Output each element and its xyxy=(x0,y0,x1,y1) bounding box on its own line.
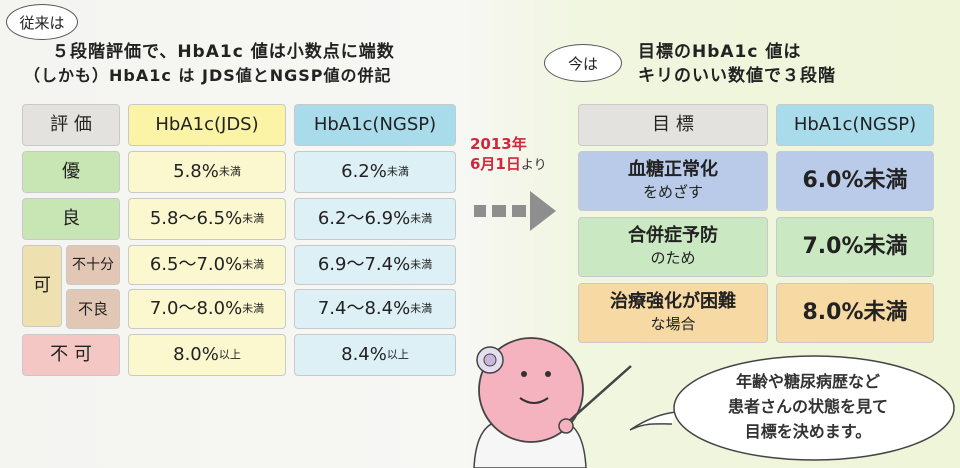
target-prevention-value: 7.0%未満 xyxy=(776,217,934,277)
right-headline-2: キリのいい数値で３段階 xyxy=(638,66,836,86)
target-difficult: 治療強化が困難な場合 xyxy=(578,283,768,343)
jds-good: 5.8〜6.5%未満 xyxy=(128,198,286,240)
eval-fair-group: 可 xyxy=(22,245,62,327)
target-normal-value: 6.0%未満 xyxy=(776,151,934,211)
speech-bubble-shape xyxy=(629,355,955,461)
ngsp-header: HbA1c(NGSP) xyxy=(294,104,456,146)
transition-year: 2013年 xyxy=(470,135,527,153)
jds-failing: 8.0%以上 xyxy=(128,334,286,376)
transition-arrow-icon xyxy=(474,191,556,231)
jds-insufficient: 6.5〜7.0%未満 xyxy=(128,245,286,285)
target-header: 目 標 xyxy=(578,104,768,146)
speech-text: 年齢や糖尿病歴など 患者さんの状態を見て 目標を決めます。 xyxy=(672,369,944,444)
jds-excellent: 5.8%未満 xyxy=(128,151,286,193)
target-prevention: 合併症予防のため xyxy=(578,217,768,277)
speech-line-1: 年齢や糖尿病歴など xyxy=(735,372,880,391)
eval-poor: 不良 xyxy=(66,289,120,329)
previous-tag-bubble: 従来は xyxy=(6,4,78,40)
target-difficult-value: 8.0%未満 xyxy=(776,283,934,343)
transition-suffix: より xyxy=(520,158,547,173)
eval-good: 良 xyxy=(22,198,120,240)
left-headline-1: ５段階評価で、HbA1c 値は小数点に端数 xyxy=(52,42,395,62)
current-tag: 今は xyxy=(567,54,598,73)
ngsp-insufficient: 6.9〜7.4%未満 xyxy=(294,245,456,285)
eval-header: 評 価 xyxy=(22,104,120,146)
previous-tag: 従来は xyxy=(19,13,65,32)
jds-header: HbA1c(JDS) xyxy=(128,104,286,146)
ngsp-good: 6.2〜6.9%未満 xyxy=(294,198,456,240)
jds-poor: 7.0〜8.0%未満 xyxy=(128,289,286,329)
speech-line-3: 目標を決めます。 xyxy=(744,422,872,441)
target-normal: 血糖正常化をめざす xyxy=(578,151,768,211)
ngsp-excellent: 6.2%未満 xyxy=(294,151,456,193)
speech-line-2: 患者さんの状態を見て xyxy=(727,397,888,416)
eval-insufficient: 不十分 xyxy=(66,245,120,285)
eval-excellent: 優 xyxy=(22,151,120,193)
ngsp-failing: 8.4%以上 xyxy=(294,334,456,376)
left-headline-2: （しかも）HbA1c は JDS値とNGSP値の併記 xyxy=(24,66,392,85)
eval-failing: 不 可 xyxy=(22,334,120,376)
right-headline-1: 目標のHbA1c 値は xyxy=(638,42,802,62)
transition-date: 2013年 6月1日より xyxy=(470,134,566,176)
target-ngsp-header: HbA1c(NGSP) xyxy=(776,104,934,146)
current-tag-bubble: 今は xyxy=(544,44,622,82)
transition-day: 6月1日 xyxy=(470,155,521,173)
doctor-mascot-illustration xyxy=(473,337,632,468)
ngsp-poor: 7.4〜8.4%未満 xyxy=(294,289,456,329)
